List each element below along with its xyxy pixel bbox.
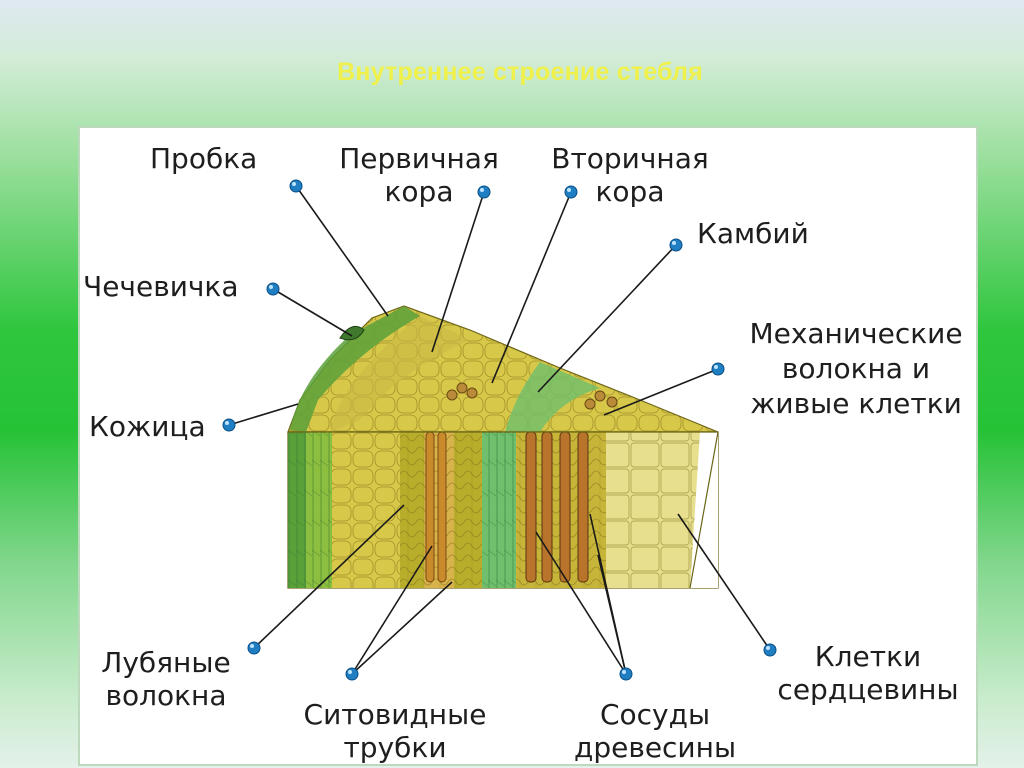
- marker-highlight: [292, 182, 296, 186]
- band-bast-fibers-texture: [400, 432, 424, 588]
- wood-vessel: [525, 431, 537, 583]
- label-kletki: Клетки сердцевины: [777, 640, 959, 706]
- mechanical-fiber: [594, 390, 606, 402]
- leader-mekhanicheskie: [603, 368, 719, 416]
- sieve-tube: [425, 431, 435, 583]
- label-probka: Пробка: [150, 142, 258, 175]
- label-sosudy: Сосуды древесины: [573, 698, 737, 764]
- wood-vessel: [577, 431, 589, 583]
- band-phloem-texture: [454, 432, 482, 588]
- label-pervichnaya-kora: Первичная кора: [339, 142, 499, 208]
- marker-highlight: [225, 421, 229, 425]
- wood-vessel: [541, 431, 553, 583]
- label-kozhitsa: Кожица: [89, 410, 206, 443]
- label-kambiy: Камбий: [697, 217, 809, 250]
- leader-lubyanye: [253, 504, 405, 649]
- leader-sosudy: [535, 531, 627, 675]
- label-lubyanye: Лубяные волокна: [101, 646, 231, 712]
- mechanical-fiber: [446, 389, 458, 401]
- band-outer-cortex-texture: [306, 432, 332, 588]
- leader-chechevichka: [272, 288, 353, 337]
- leader-sitovidnye: [351, 581, 453, 675]
- wood-vessel: [559, 431, 571, 583]
- marker-highlight: [714, 365, 718, 369]
- leader-kletki: [677, 513, 771, 651]
- marker-chechevichka: [266, 282, 280, 296]
- top-cork-band: [290, 306, 420, 432]
- mechanical-fiber: [606, 396, 618, 408]
- label-vtorichnaya-kora: Вторичная кора: [551, 142, 709, 208]
- leader-lines: [228, 185, 771, 675]
- marker-highlight: [672, 241, 676, 245]
- label-mekhanicheskie: Механические волокна и живые клетки: [749, 317, 963, 420]
- mechanical-fiber: [456, 382, 468, 394]
- label-markers: [222, 179, 777, 681]
- label-chechevichka: Чечевичка: [83, 270, 239, 303]
- band-cambium-texture: [482, 432, 516, 588]
- leader-kozhitsa: [228, 403, 299, 426]
- marker-lubyanye: [247, 641, 261, 655]
- mechanical-fiber: [584, 398, 596, 410]
- leader-sitovidnye: [351, 545, 433, 675]
- marker-highlight: [250, 644, 254, 648]
- leader-sosudy: [597, 554, 627, 675]
- marker-highlight: [269, 285, 273, 289]
- marker-kambiy: [669, 238, 683, 252]
- slide-title: Внутреннее строение стебля: [337, 58, 703, 86]
- label-sitovidnye: Ситовидные трубки: [303, 698, 487, 764]
- marker-mekhanicheskie: [711, 362, 725, 376]
- marker-highlight: [567, 188, 571, 192]
- sieve-tube: [437, 431, 447, 583]
- marker-highlight: [480, 188, 484, 192]
- stem-wedge: [287, 305, 719, 589]
- marker-highlight: [622, 670, 626, 674]
- leader-kambiy: [537, 244, 677, 393]
- marker-highlight: [766, 646, 770, 650]
- mechanical-fiber: [466, 387, 478, 399]
- leader-vtorichnaya-kora: [491, 191, 572, 384]
- top-cambium-band: [505, 362, 600, 432]
- band-kozhitsa-cork-texture: [288, 432, 306, 588]
- marker-probka: [289, 179, 303, 193]
- leader-probka: [295, 185, 389, 317]
- pith-edge-line: [689, 431, 719, 589]
- marker-kozhitsa: [222, 418, 236, 432]
- lenticel: [339, 325, 365, 341]
- leader-pervichnaya-kora: [431, 191, 485, 353]
- marker-sosudy: [619, 667, 633, 681]
- marker-sitovidnye: [345, 667, 359, 681]
- marker-highlight: [348, 670, 352, 674]
